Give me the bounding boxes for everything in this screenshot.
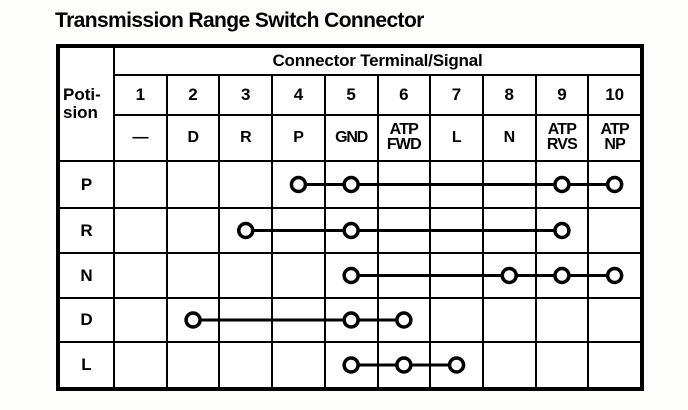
signal-label: R [219, 115, 273, 161]
grid-cell [588, 161, 641, 208]
terminal-number: 2 [166, 75, 220, 115]
signal-label: P [272, 115, 325, 161]
terminal-number: 9 [535, 75, 589, 115]
grid-cell [430, 342, 483, 388]
grid-cell [482, 298, 536, 342]
grid-cell [166, 208, 220, 253]
grid-cell [324, 342, 378, 388]
grid-cell [272, 342, 325, 388]
terminal-number: 1 [114, 75, 167, 115]
signal-label: ATP RVS [535, 115, 589, 161]
signal-label: D [166, 115, 220, 161]
grid-cell [588, 253, 641, 298]
terminal-number: 4 [272, 75, 325, 115]
signal-label: N [482, 115, 536, 161]
grid-cell [377, 208, 431, 253]
grid-cell [324, 161, 378, 208]
grid-cell [535, 342, 589, 388]
page-title: Transmission Range Switch Connector [55, 9, 424, 32]
signal-label: ATP FWD [377, 115, 431, 161]
signal-label: ATP NP [588, 115, 641, 161]
position-column-header: Poti- sion [59, 47, 114, 161]
grid-cell [272, 161, 325, 208]
terminal-number: 8 [482, 75, 536, 115]
grid-cell [535, 208, 589, 253]
terminal-number: 3 [219, 75, 273, 115]
grid-cell [588, 208, 641, 253]
grid-cell [430, 253, 483, 298]
grid-cell [272, 298, 325, 342]
grid-cell [166, 161, 220, 208]
grid-cell [114, 161, 167, 208]
grid-cell [535, 161, 589, 208]
grid-cell [219, 208, 273, 253]
terminal-number: 6 [377, 75, 431, 115]
position-header-line1: Poti- [63, 85, 101, 105]
grid-cell [588, 342, 641, 388]
signal-label: L [430, 115, 483, 161]
grid-cell [535, 253, 589, 298]
grid-cell [114, 342, 167, 388]
grid-cell [430, 161, 483, 208]
grid-cell [482, 253, 536, 298]
terminal-number: 10 [588, 75, 641, 115]
grid-cell [166, 298, 220, 342]
grid-cell [219, 298, 273, 342]
position-row-label: N [59, 253, 114, 298]
grid-cell [535, 298, 589, 342]
grid-cell [430, 208, 483, 253]
grid-cell [588, 298, 641, 342]
grid-cell [324, 298, 378, 342]
grid-cell [430, 298, 483, 342]
grid-cell [219, 161, 273, 208]
position-row-label: D [59, 298, 114, 342]
grid-cell [324, 208, 378, 253]
grid-cell [272, 208, 325, 253]
grid-cell [114, 298, 167, 342]
grid-cell [482, 161, 536, 208]
signal-label: GND [324, 115, 378, 161]
terminal-number: 5 [324, 75, 378, 115]
grid-cell [377, 161, 431, 208]
grid-cell [114, 208, 167, 253]
signal-label: — [114, 115, 167, 161]
grid-cell [377, 342, 431, 388]
position-row-label: R [59, 208, 114, 253]
position-header-line2: sion [63, 103, 98, 122]
position-row-label: L [59, 342, 114, 388]
grid-cell [166, 342, 220, 388]
grid-cell [377, 253, 431, 298]
grid-cell [377, 298, 431, 342]
grid-cell [324, 253, 378, 298]
grid-cell [114, 253, 167, 298]
grid-cell [219, 342, 273, 388]
grid-cell [166, 253, 220, 298]
table-header: Connector Terminal/Signal [114, 47, 641, 75]
grid-cell [219, 253, 273, 298]
position-row-label: P [59, 161, 114, 208]
grid-cell [482, 342, 536, 388]
terminal-number: 7 [430, 75, 483, 115]
grid-cell [272, 253, 325, 298]
continuity-table: Poti- sion Connector Terminal/Signal 1 2… [56, 44, 644, 391]
grid-cell [482, 208, 536, 253]
